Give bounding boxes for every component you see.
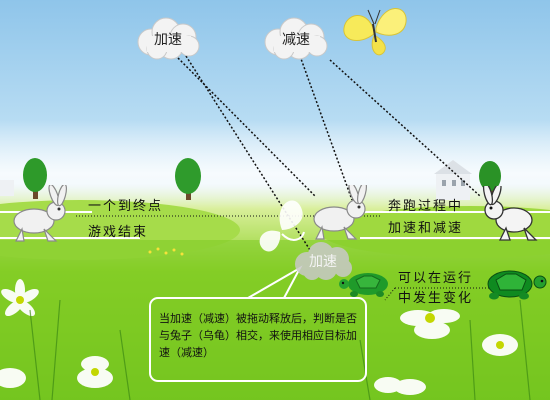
dragged-accelerate-label: 加速 — [309, 254, 337, 270]
white-butterfly-icon — [259, 200, 305, 252]
decelerate-label: 减速 — [282, 32, 310, 48]
tortoise-right-icon[interactable] — [480, 266, 550, 302]
yellow-dots — [148, 247, 184, 256]
drag-path-line — [329, 59, 481, 197]
drag-instruction-callout: 当加速（减速）被拖动释放后，判断是否与兔子（乌龟）相交，来使用相应目标加速（减速… — [149, 297, 367, 382]
race-speed-note-line1: 奔跑过程中 — [388, 199, 464, 214]
finish-line-note-line1: 一个到终点 — [88, 199, 164, 214]
drag-instruction-text: 当加速（减速）被拖动释放后，判断是否与兔子（乌龟）相交，来使用相应目标加速（减速… — [159, 312, 357, 359]
tortoise-left-icon[interactable] — [338, 268, 400, 298]
running-change-note-line2: 中发生变化 — [398, 291, 474, 306]
yellow-butterfly-icon — [343, 8, 407, 56]
rabbit-center-icon[interactable] — [300, 185, 378, 245]
tree-left-icon — [23, 158, 47, 199]
accelerate-cloud[interactable]: 加速 — [133, 16, 203, 62]
rabbit-right-icon[interactable] — [478, 186, 550, 242]
finish-line-note-line2: 游戏结束 — [88, 225, 149, 240]
rabbit-left-icon[interactable] — [0, 185, 78, 245]
drag-path-line — [299, 55, 353, 201]
accelerate-label: 加速 — [154, 32, 182, 48]
house-left-icon — [0, 180, 14, 196]
dragged-accelerate-cloud[interactable]: 加速 — [290, 240, 356, 282]
cloud-icon — [137, 17, 200, 60]
cloud-icon — [295, 242, 352, 280]
tree-center-icon — [175, 158, 201, 200]
flower-icon — [0, 279, 518, 395]
running-change-note-line1: 可以在运行 — [398, 271, 474, 286]
house-icon — [434, 160, 472, 200]
decelerate-cloud[interactable]: 减速 — [260, 16, 332, 62]
race-speed-note-line2: 加速和减速 — [388, 221, 464, 236]
drag-path-line — [177, 57, 316, 197]
cloud-icon — [264, 17, 328, 60]
